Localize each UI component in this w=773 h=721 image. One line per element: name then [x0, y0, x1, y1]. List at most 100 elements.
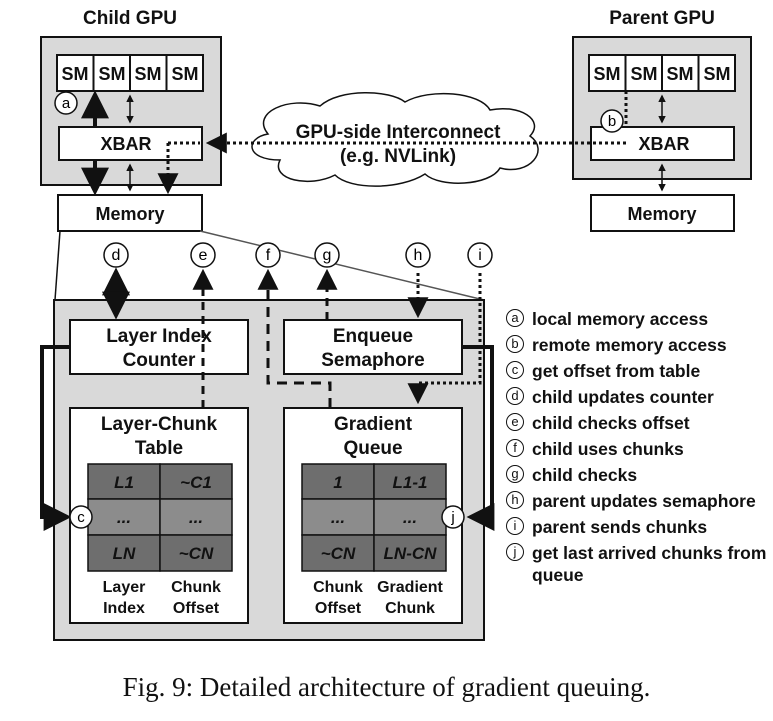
lct-cell-r3c1: LN — [113, 544, 136, 563]
child-memory-label: Memory — [95, 204, 164, 224]
child-xbar-label: XBAR — [100, 134, 151, 154]
lct-col2-label1: Chunk — [171, 579, 221, 596]
legend-text-h: parent updates semaphore — [532, 491, 756, 511]
lct-cell-r3c2: ~CN — [179, 544, 214, 563]
legend-text-e: child checks offset — [532, 413, 690, 433]
lct-col1-label2: Index — [103, 600, 145, 617]
gq-col1-label2: Offset — [315, 600, 362, 617]
legend-marker-a: a — [506, 309, 524, 327]
child-sm-1: SM — [62, 64, 89, 84]
legend-marker-d: d — [506, 387, 524, 405]
lct-col1-label1: Layer — [103, 579, 146, 596]
layer-index-counter-line2: Counter — [123, 350, 196, 371]
svg-text:g: g — [323, 247, 332, 264]
lct-col2-label2: Offset — [173, 600, 220, 617]
gq-col2-label2: Chunk — [385, 600, 435, 617]
lct-cell-r2c2: ... — [189, 508, 203, 527]
gq-cell-r3c2: LN-CN — [384, 544, 438, 563]
enqueue-semaphore — [283, 319, 463, 375]
legend-item-i: i parent sends chunks — [506, 516, 768, 538]
layer-chunk-table-title1: Layer-Chunk — [101, 414, 218, 435]
svg-text:h: h — [414, 247, 423, 264]
parent-sm-1: SM — [594, 64, 621, 84]
parent-memory — [590, 194, 735, 232]
gq-cell-r1c2: L1-1 — [393, 473, 428, 492]
legend-marker-b: b — [506, 335, 524, 353]
gq-col2-label1: Gradient — [377, 579, 443, 596]
layer-chunk-table-title2: Table — [135, 438, 183, 459]
svg-text:i: i — [478, 247, 482, 264]
svg-text:d: d — [112, 247, 121, 264]
marker-f: f — [255, 242, 281, 268]
svg-text:a: a — [62, 95, 71, 112]
legend-item-g: g child checks — [506, 464, 768, 486]
child-sm-4: SM — [172, 64, 199, 84]
parent-xbar — [590, 126, 735, 161]
legend-marker-i: i — [506, 517, 524, 535]
marker-e: e — [190, 242, 216, 268]
gq-cell-r3c1: ~CN — [321, 544, 356, 563]
legend-item-e: e child checks offset — [506, 412, 768, 434]
gradient-queue-title1: Gradient — [334, 414, 413, 435]
layer-chunk-grid — [87, 463, 233, 572]
gradient-queue-grid — [301, 463, 447, 572]
lct-cell-r1c2: ~C1 — [180, 473, 212, 492]
enqueue-semaphore-line2: Semaphore — [321, 350, 424, 371]
marker-a: a — [54, 91, 78, 115]
marker-d: d — [103, 242, 129, 268]
gradient-queue-title2: Queue — [343, 438, 402, 459]
legend-text-d: child updates counter — [532, 387, 714, 407]
legend-text-g: child checks — [532, 465, 638, 485]
legend-item-b: b remote memory access — [506, 334, 768, 356]
interconnect-cloud — [251, 92, 539, 187]
marker-j: j — [441, 505, 465, 529]
legend: a local memory access b remote memory acce… — [506, 308, 768, 590]
legend-text-b: remote memory access — [532, 335, 727, 355]
legend-text-c: get offset from table — [532, 361, 701, 381]
svg-text:c: c — [77, 509, 85, 526]
gq-cell-r1c1: 1 — [333, 473, 342, 492]
interconnect-line2: (e.g. NVLink) — [340, 146, 456, 167]
lct-cell-r2c1: ... — [117, 508, 131, 527]
legend-item-f: f child uses chunks — [506, 438, 768, 460]
gq-cell-r2c1: ... — [331, 508, 345, 527]
figure-caption: Fig. 9: Detailed architecture of gradien… — [122, 672, 651, 702]
legend-text-f: child uses chunks — [532, 439, 684, 459]
marker-g: g — [314, 242, 340, 268]
legend-marker-c: c — [506, 361, 524, 379]
legend-marker-h: h — [506, 491, 524, 509]
parent-sm-4: SM — [704, 64, 731, 84]
parent-sm-3: SM — [667, 64, 694, 84]
child-gpu-title: Child GPU — [83, 8, 177, 29]
parent-sm-2: SM — [631, 64, 658, 84]
svg-text:b: b — [608, 113, 616, 130]
lct-cell-r1c1: L1 — [114, 473, 134, 492]
legend-item-j: j get last arrived chunks from queue — [506, 542, 768, 586]
legend-text-a: local memory access — [532, 309, 709, 329]
gq-cell-r2c2: ... — [403, 508, 417, 527]
enqueue-semaphore-line1: Enqueue — [333, 326, 413, 347]
legend-marker-g: g — [506, 465, 524, 483]
child-memory — [57, 194, 203, 232]
legend-text-i: parent sends chunks — [532, 517, 708, 537]
marker-c: c — [69, 505, 93, 529]
legend-marker-e: e — [506, 413, 524, 431]
child-sm-2: SM — [99, 64, 126, 84]
child-sm-3: SM — [135, 64, 162, 84]
legend-text-j: get last arrived chunks from queue — [532, 543, 767, 585]
legend-item-h: h parent updates semaphore — [506, 490, 768, 512]
legend-item-a: a local memory access — [506, 308, 768, 330]
layer-index-counter — [69, 319, 249, 375]
svg-text:j: j — [450, 509, 454, 526]
svg-text:f: f — [266, 247, 271, 264]
legend-marker-f: f — [506, 439, 524, 457]
layer-index-counter-line1: Layer Index — [106, 326, 212, 347]
parent-gpu-title: Parent GPU — [609, 8, 715, 29]
legend-marker-j: j — [506, 543, 524, 561]
interconnect-line1: GPU-side Interconnect — [296, 122, 501, 143]
svg-text:e: e — [199, 247, 208, 264]
parent-memory-label: Memory — [627, 204, 696, 224]
gq-col1-label1: Chunk — [313, 579, 363, 596]
legend-item-d: d child updates counter — [506, 386, 768, 408]
